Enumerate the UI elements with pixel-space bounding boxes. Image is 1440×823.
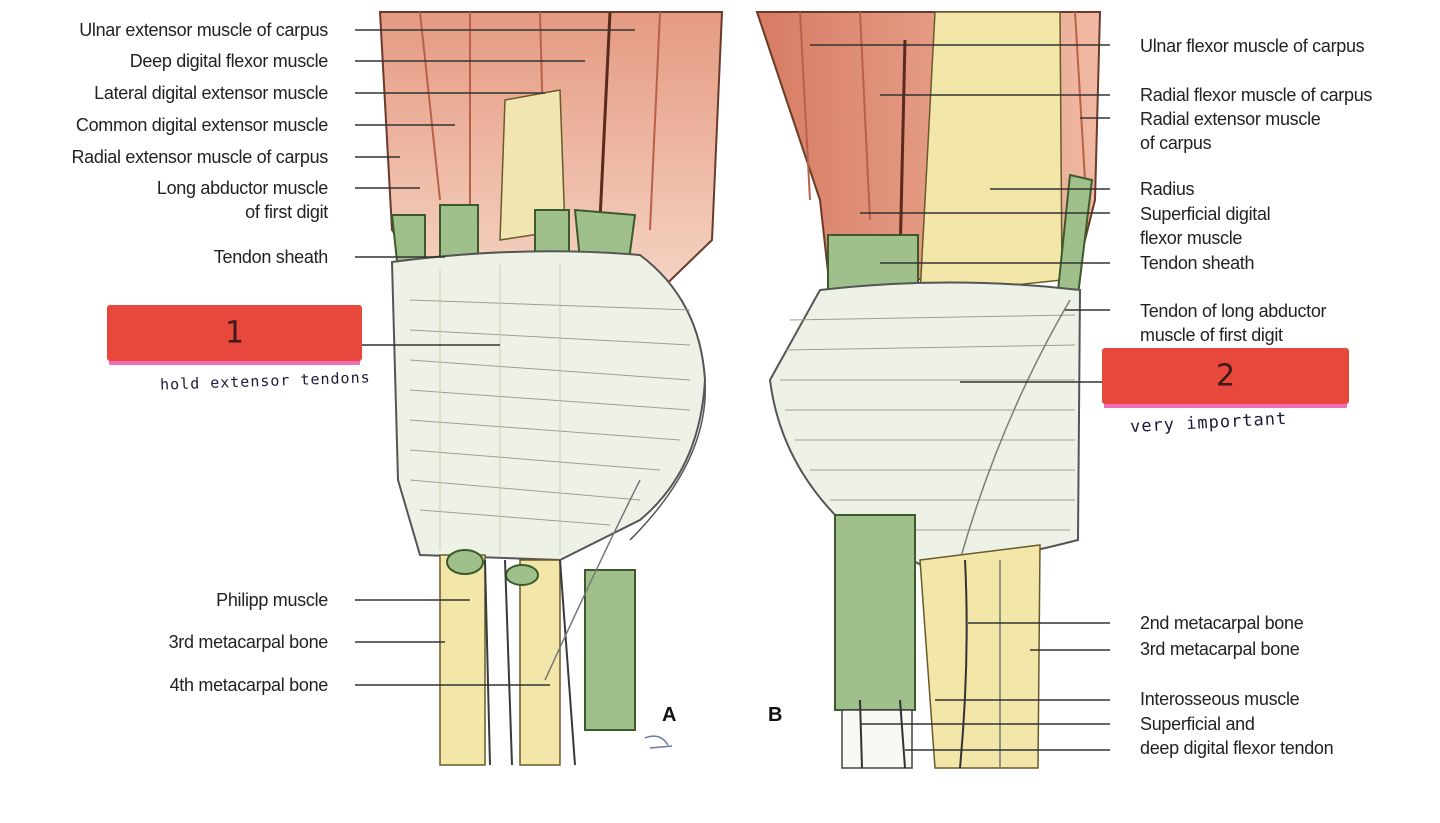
flexor-tendon-sheath-a [584, 569, 636, 731]
label-3rd-metacarpal-b: 3rd metacarpal bone [1140, 639, 1300, 659]
pen-scribble [644, 735, 673, 749]
label-radial-extensor-carpus: Radial extensor muscle of carpus [71, 147, 328, 167]
label-tendon-sheath-a: Tendon sheath [213, 247, 329, 267]
metacarpal-3-b [919, 544, 1041, 769]
label-2nd-metacarpal-b: 2nd metacarpal bone [1140, 613, 1304, 633]
label-tendon-long-abductor: Tendon of long abductor muscle of first … [1140, 301, 1327, 345]
label-radial-extensor-b: Radial extensor muscle of carpus [1140, 109, 1321, 153]
label-3rd-metacarpal-a: 3rd metacarpal bone [168, 632, 329, 652]
label-tendon-sheath-b: Tendon sheath [1140, 253, 1255, 273]
label-ulnar-flexor: Ulnar flexor muscle of carpus [1140, 36, 1365, 56]
label-radial-flexor: Radial flexor muscle of carpus [1140, 85, 1373, 105]
metacarpal-4-a [519, 559, 561, 766]
panel-letter-a: A [662, 704, 677, 726]
label-superficial-digital-flexor: Superficial digital flexor muscle [1140, 204, 1271, 248]
tendon-sheath-a2 [534, 209, 570, 256]
label-radius: Radius [1140, 179, 1195, 199]
answer-box-2-number: 2 [1215, 358, 1236, 394]
panel-letter-b: B [768, 704, 783, 726]
label-common-digital-extensor: Common digital extensor muscle [75, 115, 328, 135]
leader-lines-left [355, 29, 635, 686]
answer-box-1[interactable]: 1 [107, 305, 362, 361]
label-long-abductor: Long abductor muscle of first digit [156, 178, 328, 222]
label-deep-digital-flexor: Deep digital flexor muscle [129, 51, 329, 71]
tendon-sheath-a1 [439, 204, 479, 261]
extensor-retinaculum-a [390, 250, 707, 562]
answer-box-2[interactable]: 2 [1102, 348, 1349, 404]
label-4th-metacarpal-a: 4th metacarpal bone [169, 675, 329, 695]
radius-bone-b [919, 11, 1063, 296]
label-superficial-deep-flexor-tendon: Superficial and deep digital flexor tend… [1140, 714, 1334, 758]
flexor-tendon-sheath-b [834, 514, 916, 711]
label-philipp-muscle: Philipp muscle [216, 590, 328, 610]
answer-box-1-number: 1 [224, 315, 245, 351]
label-interosseous: Interosseous muscle [1140, 689, 1300, 709]
metacarpal-3-a [439, 554, 486, 766]
flexor-retinaculum-b [768, 281, 1082, 572]
panel-b-drawing [755, 11, 1102, 769]
label-ulnar-extensor: Ulnar extensor muscle of carpus [79, 20, 328, 40]
label-lateral-digital-extensor: Lateral digital extensor muscle [94, 83, 328, 103]
leader-lines-right [810, 44, 1110, 751]
